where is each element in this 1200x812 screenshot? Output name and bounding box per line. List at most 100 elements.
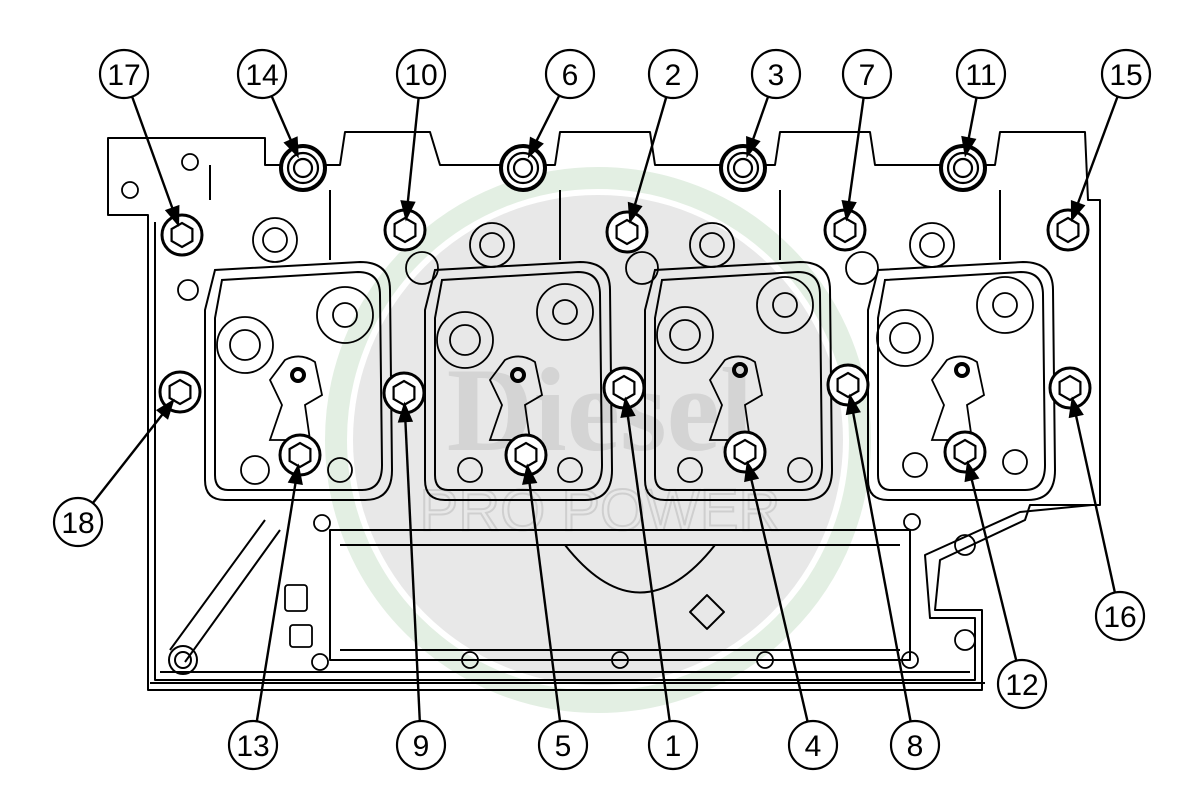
callout-17: 17 [98, 48, 150, 100]
side-hole [405, 251, 439, 285]
callout-5: 5 [537, 719, 589, 771]
side-hole [557, 457, 583, 483]
callout-number: 13 [236, 730, 269, 763]
callout-15: 15 [1100, 48, 1152, 100]
callout-circle [544, 48, 596, 100]
leader-arrows [91, 94, 1119, 722]
callout-number: 6 [562, 59, 579, 92]
callout-circle [395, 48, 447, 100]
injector-boss [689, 222, 735, 268]
hex-bolt-icon [943, 430, 987, 474]
callout-number: 7 [859, 59, 876, 92]
hex-bolt-icon [1046, 208, 1090, 252]
gallery-hole [311, 653, 329, 671]
callout-number: 14 [245, 59, 278, 92]
arrowhead-icon [744, 460, 760, 483]
arrowhead-icon [522, 463, 538, 485]
arrowhead-icon [841, 199, 857, 222]
side-hole [954, 629, 976, 651]
side-hole [313, 514, 331, 532]
side-hole [457, 457, 483, 483]
callout-number: 16 [1103, 601, 1136, 634]
callout-circle [52, 496, 104, 548]
rocker-panel-4 [867, 260, 1057, 501]
injector-boss [469, 222, 515, 268]
leader-line [632, 96, 668, 210]
leader-line [404, 416, 421, 722]
rocker-panel-1 [204, 260, 394, 501]
pivot-dot [510, 367, 526, 383]
strut-end-boss [168, 645, 198, 675]
diamond-boss [689, 594, 725, 630]
callout-circle [395, 719, 447, 771]
head-bolts [158, 144, 1092, 477]
callout-1: 1 [647, 719, 699, 771]
cylinder-head-outline [107, 131, 1101, 691]
leader-line [1073, 411, 1117, 593]
side-hole [625, 251, 659, 285]
valve-bore [669, 319, 701, 351]
valve-bore [656, 306, 714, 364]
valve-bore [992, 292, 1018, 318]
callout-14: 14 [236, 48, 288, 100]
leader-line [847, 97, 865, 207]
arrowhead-icon [627, 201, 643, 224]
side-hole [845, 251, 879, 285]
gallery-hole [756, 651, 774, 669]
callout-number: 15 [1109, 59, 1142, 92]
callout-3: 3 [750, 48, 802, 100]
gallery-hole [901, 651, 919, 669]
callout-circle [537, 719, 589, 771]
leader-line [969, 475, 1018, 661]
round-bolt-icon [719, 144, 767, 192]
valve-bore [976, 276, 1034, 334]
arrowhead-icon [964, 460, 980, 483]
injector-boss [699, 232, 725, 258]
rocker-panel-2-inner [434, 270, 604, 491]
arrowhead-icon [746, 135, 761, 159]
callout-16: 16 [1094, 590, 1146, 642]
callout-6: 6 [544, 48, 596, 100]
callout-11: 11 [955, 48, 1007, 100]
arrowhead-icon [155, 398, 175, 420]
callout-circle [647, 719, 699, 771]
arrowhead-icon [527, 136, 544, 159]
injector-boss [909, 222, 955, 268]
callout-circle [1100, 48, 1152, 100]
callout-13: 13 [227, 719, 279, 771]
side-hole [181, 153, 199, 171]
hex-bolt-icon [278, 433, 322, 477]
hex-bolt-icon [723, 430, 767, 474]
diagonal-strut [169, 519, 281, 663]
callout-circle [1094, 590, 1146, 642]
callout-number: 8 [907, 730, 924, 763]
callout-number: 18 [61, 507, 94, 540]
callout-circle [227, 719, 279, 771]
injector-boss [919, 232, 945, 258]
side-hole [677, 457, 703, 483]
pivot-dot [954, 362, 970, 378]
leader-line [966, 97, 978, 143]
lower-oil-gallery [329, 529, 911, 661]
leader-line [750, 96, 770, 144]
side-hole [121, 181, 139, 199]
rocker-panel-4-inner [877, 270, 1047, 491]
side-hole [954, 534, 976, 556]
side-hole [903, 513, 921, 531]
valve-bore [229, 329, 261, 361]
arrowhead-icon [287, 463, 303, 486]
callout-circle [750, 48, 802, 100]
hex-bolt-icon [826, 363, 870, 407]
injector-boss [252, 217, 298, 263]
injector-boss [262, 227, 288, 253]
side-hole [240, 455, 270, 485]
callout-18: 18 [52, 496, 104, 548]
leader-line [851, 408, 912, 722]
gallery-hole [461, 651, 479, 669]
watermark-disc [353, 195, 843, 685]
watermark: Diesel PRO POWER [325, 167, 871, 713]
callout-number: 2 [665, 59, 682, 92]
valve-bore [889, 322, 921, 354]
